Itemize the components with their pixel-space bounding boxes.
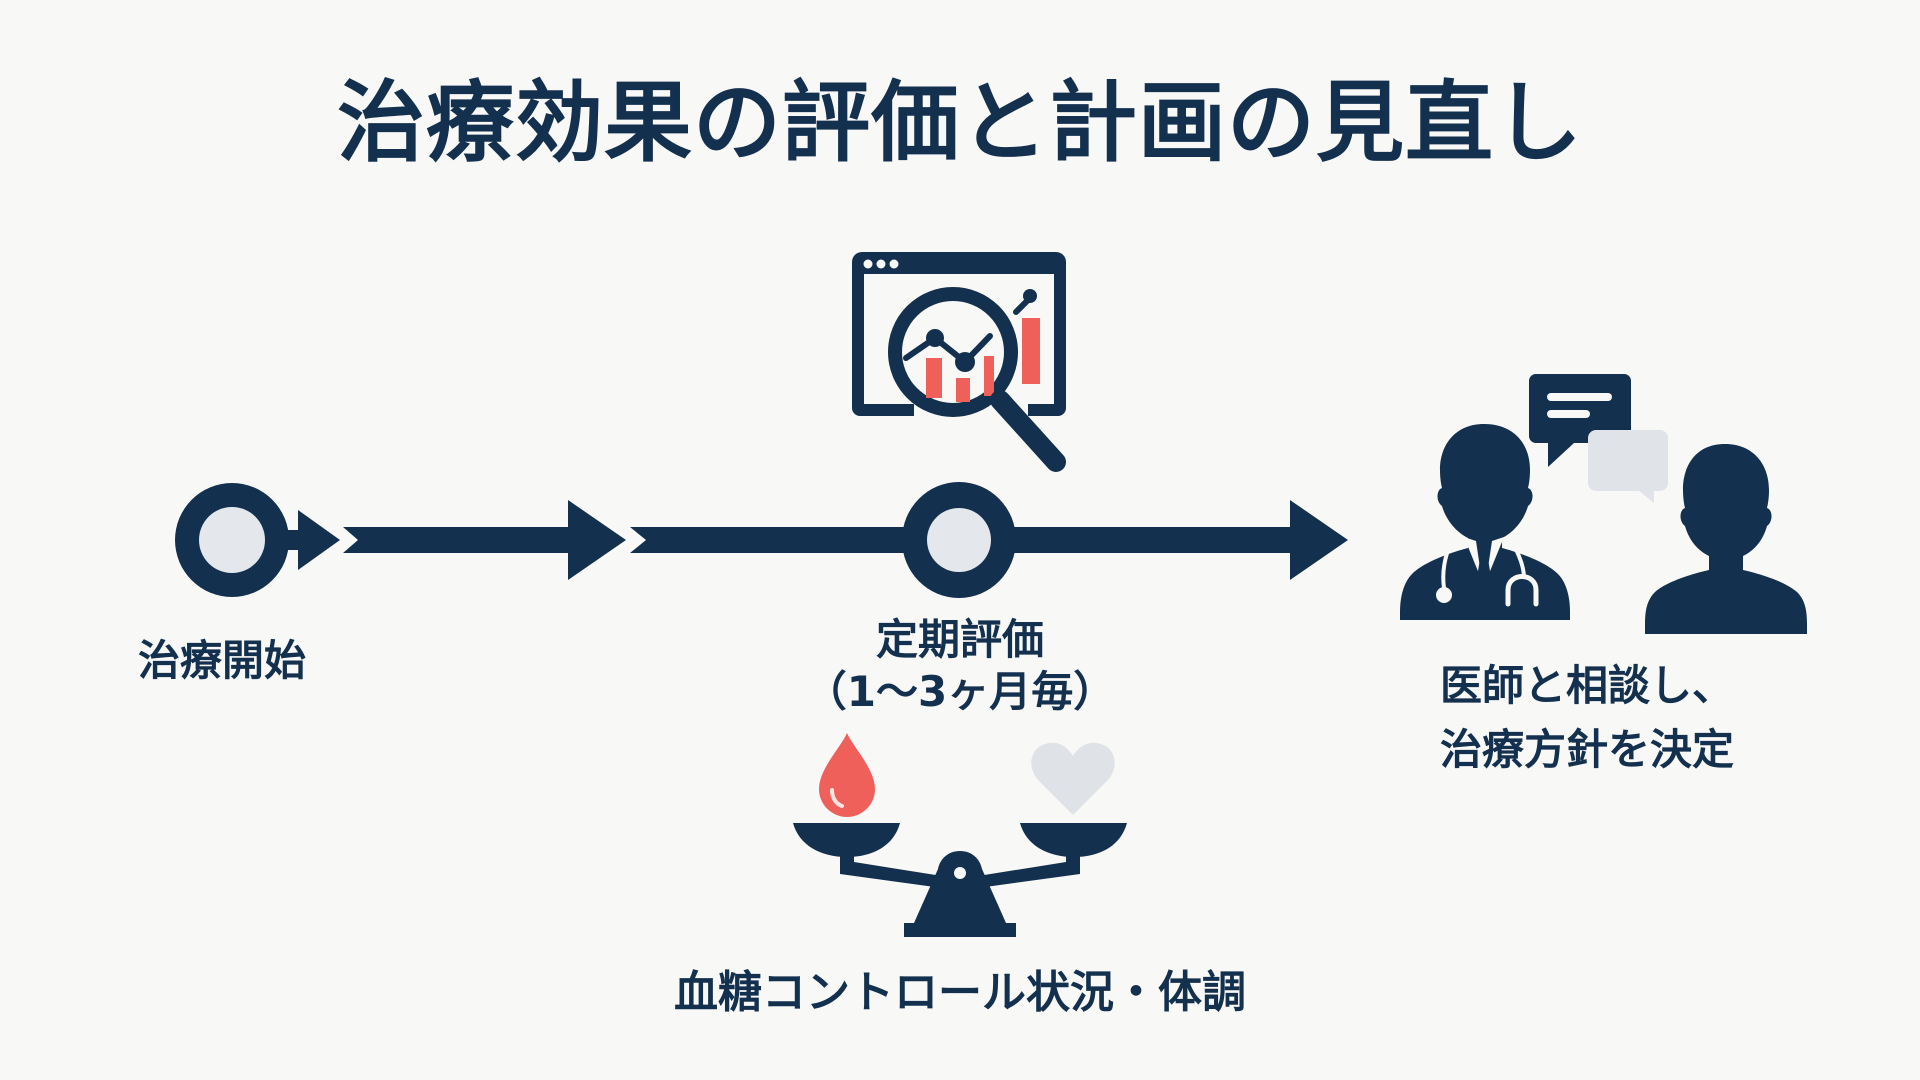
- monitoring-label: 血糖コントロール状況・体調: [674, 967, 1246, 1018]
- step-label-evaluation: 定期評価 （1〜3ヶ月毎）: [760, 614, 1160, 718]
- decision-label-line1: 医師と相談し、: [1440, 661, 1735, 710]
- step-label-start: 治療開始: [138, 636, 307, 685]
- evaluation-label-line2: （1〜3ヶ月毎）: [804, 667, 1116, 716]
- timeline-arrow-1: [343, 500, 626, 580]
- balance-scale-icon: [793, 733, 1127, 937]
- evaluation-node-icon: [902, 482, 1016, 598]
- page-title: 治療効果の評価と計画の見直し: [336, 71, 1583, 174]
- speech-bubble-dark-icon: [1529, 374, 1631, 467]
- timeline: [175, 482, 1348, 598]
- decision-label-line2: 治療方針を決定: [1440, 725, 1735, 774]
- patient-icon: [1645, 444, 1807, 634]
- heart-icon: [1031, 742, 1115, 815]
- step-label-decision: 医師と相談し、 治療方針を決定: [1440, 654, 1734, 782]
- blood-drop-icon: [819, 733, 875, 817]
- evaluation-label-line1: 定期評価: [875, 615, 1044, 664]
- doctor-patient-icon: [1400, 374, 1807, 634]
- speech-bubble-light-icon: [1588, 430, 1668, 503]
- magnifier-chart-icon: [852, 252, 1066, 472]
- doctor-icon: [1400, 424, 1570, 620]
- start-node-icon: [175, 483, 340, 597]
